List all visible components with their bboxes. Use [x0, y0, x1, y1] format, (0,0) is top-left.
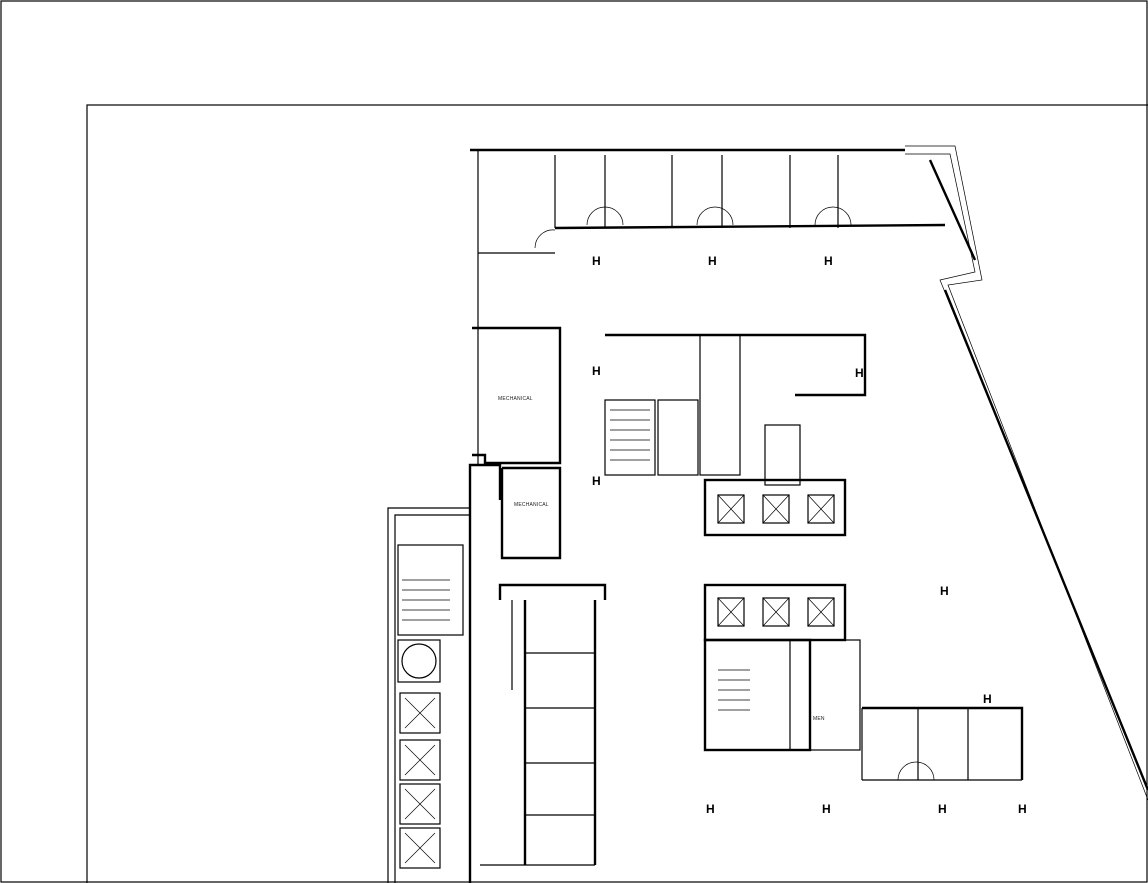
hydrant-symbol: H — [708, 254, 717, 268]
north-offices — [478, 155, 946, 254]
west-wing — [397, 544, 607, 869]
exterior-walls — [387, 145, 1148, 883]
hydrant-symbol: H — [940, 584, 949, 598]
elevators-upper — [703, 478, 847, 537]
mechanical-rooms: MECHANICAL MECHANICAL — [472, 326, 562, 560]
elevators-lower — [703, 583, 847, 642]
southeast-offices — [861, 706, 1024, 781]
hydrant-symbols: H H H H H H H H H H H H — [592, 254, 1027, 816]
room-label-men: MEN — [813, 716, 825, 722]
drawing-frame — [86, 104, 1148, 883]
hydrant-symbol: H — [983, 692, 992, 706]
building-core: MEN — [604, 333, 867, 752]
hydrant-symbol: H — [1018, 802, 1027, 816]
hydrant-symbol: H — [824, 254, 833, 268]
hydrant-symbol: H — [592, 254, 601, 268]
hydrant-symbol: H — [706, 802, 715, 816]
room-label-mechanical-2: MECHANICAL — [514, 502, 549, 508]
hydrant-symbol: H — [855, 366, 864, 380]
hydrant-symbol: H — [592, 364, 601, 378]
hydrant-symbol: H — [938, 802, 947, 816]
room-label-mechanical-1: MECHANICAL — [498, 396, 533, 402]
hydrant-symbol: H — [592, 474, 601, 488]
hydrant-symbol: H — [822, 802, 831, 816]
